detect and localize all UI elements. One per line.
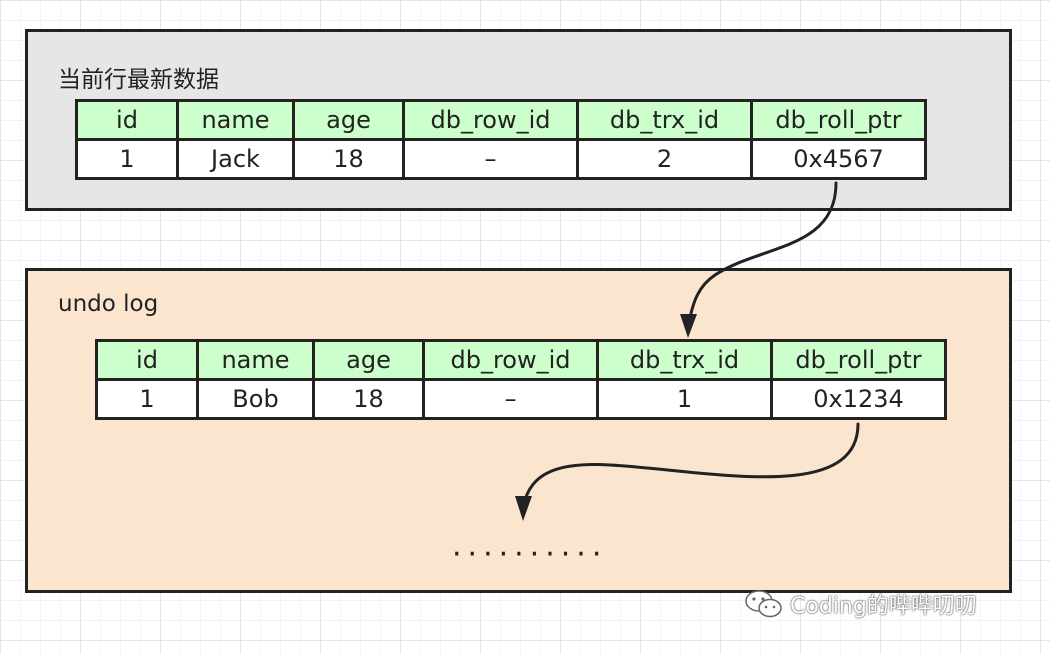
value-cell-name: Jack: [176, 138, 295, 180]
continuation-ellipsis: ··········: [452, 537, 608, 572]
header-cell-db-row-id: db_row_id: [402, 99, 579, 141]
header-cell-id: id: [75, 99, 179, 141]
value-cell-db-trx-id: 1: [596, 378, 773, 420]
header-cell-db-trx-id: db_trx_id: [596, 339, 773, 381]
header-cell-db-roll-ptr: db_roll_ptr: [750, 99, 927, 141]
current-row-header: id name age db_row_id db_trx_id db_roll_…: [75, 99, 927, 141]
watermark-text: Coding的哔哔叨叨: [790, 594, 977, 619]
undo-log-title: undo log: [58, 291, 159, 317]
header-cell-db-trx-id: db_trx_id: [576, 99, 753, 141]
value-cell-age: 18: [312, 378, 425, 420]
undo-log-table: id name age db_row_id db_trx_id db_roll_…: [95, 339, 947, 420]
value-cell-db-roll-ptr: 0x4567: [750, 138, 927, 180]
value-cell-id: 1: [95, 378, 199, 420]
wechat-icon: [745, 590, 782, 618]
value-cell-db-row-id: –: [402, 138, 579, 180]
undo-log-values: 1 Bob 18 – 1 0x1234: [95, 378, 947, 420]
value-cell-id: 1: [75, 138, 179, 180]
current-row-values: 1 Jack 18 – 2 0x4567: [75, 138, 927, 180]
value-cell-db-trx-id: 2: [576, 138, 753, 180]
header-cell-db-roll-ptr: db_roll_ptr: [770, 339, 947, 381]
value-cell-db-row-id: –: [422, 378, 599, 420]
header-cell-db-row-id: db_row_id: [422, 339, 599, 381]
current-row-title: 当前行最新数据: [58, 67, 219, 93]
header-cell-age: age: [312, 339, 425, 381]
value-cell-db-roll-ptr: 0x1234: [770, 378, 947, 420]
header-cell-id: id: [95, 339, 199, 381]
watermark: Coding的哔哔叨叨: [744, 588, 977, 620]
header-cell-name: name: [176, 99, 295, 141]
value-cell-name: Bob: [196, 378, 315, 420]
header-cell-name: name: [196, 339, 315, 381]
value-cell-age: 18: [292, 138, 405, 180]
header-cell-age: age: [292, 99, 405, 141]
current-row-table: id name age db_row_id db_trx_id db_roll_…: [75, 99, 927, 180]
undo-log-header: id name age db_row_id db_trx_id db_roll_…: [95, 339, 947, 381]
